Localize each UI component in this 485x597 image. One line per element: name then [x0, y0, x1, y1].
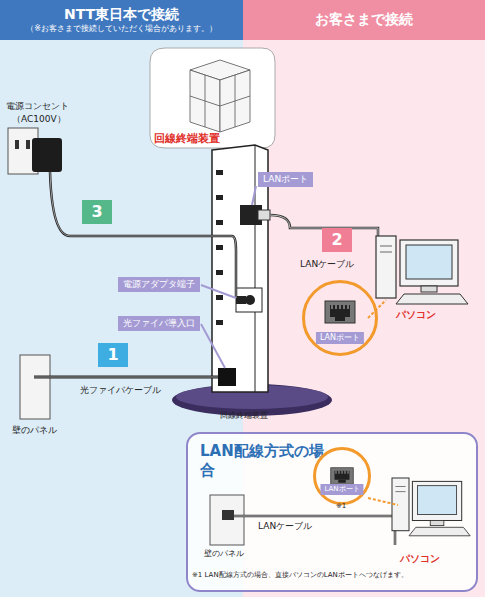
text-label: パソコン: [400, 552, 440, 566]
text-label: （AC100V）: [12, 113, 66, 126]
text-label: ※1 LAN配線方式の場合、直接パソコンのLANポートへつなげます。: [192, 570, 408, 580]
callout-number: 1: [98, 343, 128, 367]
callout-box: 光ファイバ導入口: [118, 316, 200, 331]
callout-box: LANポート: [258, 172, 313, 187]
callout-number: 2: [322, 228, 352, 252]
node-title: NTT東日本で接続: [2, 6, 241, 24]
text-label: 回線終端装置: [220, 410, 268, 421]
node-title: 回線終端装置: [154, 132, 220, 146]
text-label: ※1: [336, 502, 346, 510]
zoom-circle: LANポート: [302, 280, 378, 356]
inset-panel: LAN配線方式の場合 LANポート: [186, 432, 478, 592]
node-title: 3: [82, 202, 112, 222]
node-title: 電源アダプタ端子: [123, 279, 195, 290]
text-label: パソコン: [396, 308, 436, 322]
header-band: お客さまで接続: [243, 0, 485, 40]
callout-number: 3: [82, 200, 112, 224]
node-title: 2: [322, 230, 352, 250]
bubble-label: 回線終端装置: [150, 132, 224, 146]
node-title: LAN配線方式の場合: [200, 442, 328, 480]
text-label: 電源コンセント: [6, 100, 69, 113]
zoom-circle: LANポート: [313, 447, 371, 505]
callout-box: 電源アダプタ端子: [118, 277, 200, 292]
node-title: LANポート: [316, 332, 364, 344]
node-title: 1: [98, 345, 128, 365]
header-band: NTT東日本で接続（※お客さまで接続していただく場合があります。）: [0, 0, 243, 40]
node-title: お客さまで接続: [245, 11, 483, 29]
text-label: 壁のパネル: [204, 548, 244, 559]
text-label: 壁のパネル: [12, 424, 57, 437]
node-title: LANポート: [263, 174, 308, 185]
text-label: LANケーブル: [300, 258, 354, 271]
node-note: （※お客さまで接続していただく場合があります。）: [2, 24, 241, 34]
text-label: 光ファイバケーブル: [80, 384, 161, 397]
text-label: LANケーブル: [258, 520, 312, 533]
node-title: LANポート: [320, 484, 363, 495]
node-title: 光ファイバ導入口: [123, 318, 195, 329]
